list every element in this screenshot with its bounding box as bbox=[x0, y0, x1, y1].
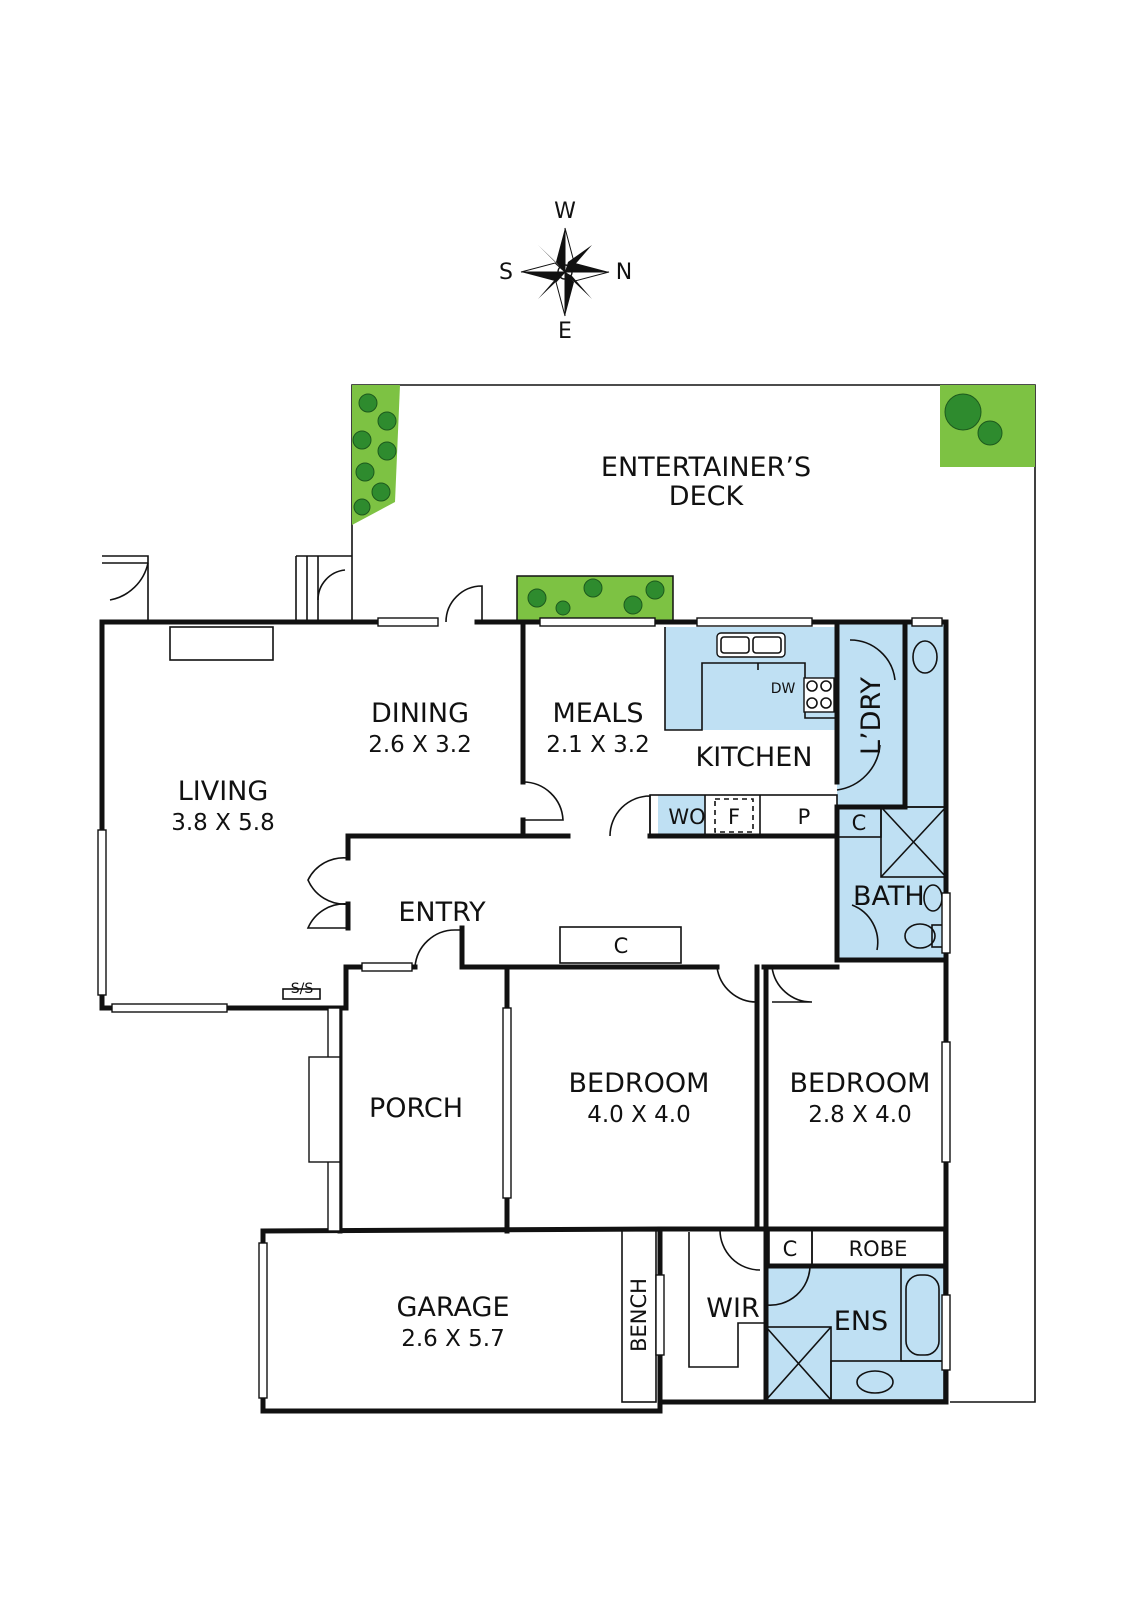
compass-east-label: E bbox=[558, 319, 572, 344]
deck-label-line2: DECK bbox=[669, 481, 745, 512]
living-label: LIVING bbox=[178, 776, 269, 807]
entry-label: ENTRY bbox=[398, 897, 486, 928]
deck-label-line1: ENTERTAINER’S bbox=[601, 452, 811, 483]
wall-oven-label: WO bbox=[668, 805, 705, 829]
dishwasher-label: DW bbox=[771, 681, 796, 697]
fridge-label: F bbox=[728, 805, 740, 829]
compass-south-label: S bbox=[499, 260, 513, 285]
bedroom-cupboard-label: C bbox=[783, 1237, 798, 1261]
bedroom-1-label: BEDROOM bbox=[569, 1068, 710, 1099]
garden-bed-kitchen bbox=[516, 575, 674, 623]
dining-label: DINING bbox=[371, 698, 469, 729]
robe-label: ROBE bbox=[849, 1237, 908, 1261]
bedroom-1-dimensions: 4.0 X 4.0 bbox=[587, 1102, 691, 1128]
garden-bed-west bbox=[352, 385, 400, 525]
bedroom-2-dimensions: 2.8 X 4.0 bbox=[808, 1102, 912, 1128]
linen-cupboard-label: C bbox=[852, 811, 867, 835]
living-dimensions: 3.8 X 5.8 bbox=[171, 810, 275, 836]
pantry-label: P bbox=[798, 805, 811, 829]
garden-bed-east bbox=[940, 385, 1035, 467]
compass-north-label: N bbox=[616, 260, 632, 285]
windows bbox=[97, 617, 951, 1399]
garage-dimensions: 2.6 X 5.7 bbox=[401, 1326, 505, 1352]
wir-interior bbox=[688, 1229, 766, 1368]
wir-label: WIR bbox=[706, 1293, 759, 1324]
hall-cupboard-label: C bbox=[614, 934, 629, 958]
doors bbox=[306, 585, 813, 1003]
garage-label: GARAGE bbox=[396, 1292, 509, 1323]
meals-label: MEALS bbox=[552, 698, 643, 729]
compass-west-label: W bbox=[554, 199, 576, 224]
bench-label: BENCH bbox=[627, 1278, 651, 1352]
porch-label: PORCH bbox=[369, 1093, 463, 1124]
kitchen-label: KITCHEN bbox=[696, 742, 813, 773]
bath-label: BATH bbox=[853, 881, 925, 912]
smoke-sensor-label: S/S bbox=[291, 981, 314, 997]
dining-dimensions: 2.6 X 3.2 bbox=[368, 732, 472, 758]
laundry-label: L’DRY bbox=[856, 677, 887, 755]
living-fixtures bbox=[169, 626, 321, 1000]
meals-dimensions: 2.1 X 3.2 bbox=[546, 732, 650, 758]
ens-label: ENS bbox=[834, 1306, 888, 1337]
compass-rose bbox=[520, 227, 610, 317]
bedroom-2-label: BEDROOM bbox=[790, 1068, 931, 1099]
